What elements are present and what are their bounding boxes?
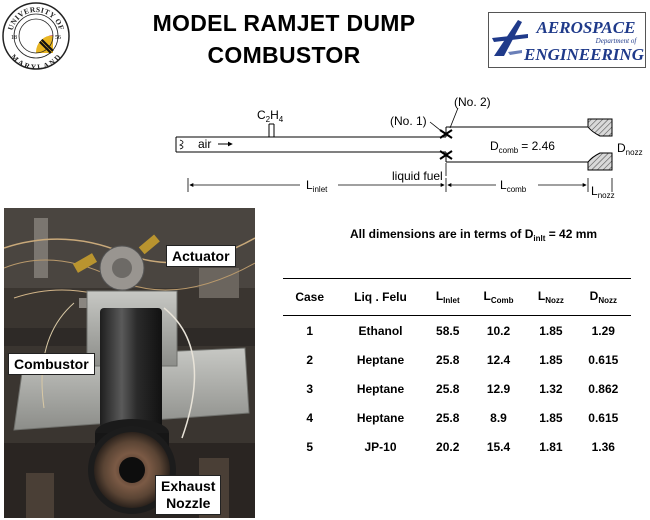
cell-linlet: 58.5 [436, 323, 460, 338]
seal-year-right: 56 [55, 35, 61, 41]
column-header-case: Case [283, 278, 337, 316]
page-title-line-1: MODEL RAMJET DUMP [152, 10, 416, 36]
cell-dnozz: 1.36 [591, 439, 615, 454]
page-title-line-2: COMBUSTOR [207, 42, 361, 68]
cell-lcomb: 12.9 [486, 381, 511, 396]
cell-fuel: JP-10 [364, 439, 397, 454]
combustor-schematic-diagram: C2H4 air (No. 1) (No. 2) Dcomb= 2.46 Dno… [175, 95, 643, 200]
cell-linlet: 25.8 [436, 410, 460, 425]
injector-markers [439, 129, 453, 160]
cell-linlet: 25.8 [436, 381, 460, 396]
cell-linlet: 25.8 [436, 352, 460, 367]
photo-label-combustor: Combustor [8, 353, 95, 375]
cell-lnozz: 1.85 [539, 410, 563, 425]
column-header-liquid-fuel: Liq . Felu [336, 278, 425, 316]
column-header-dnozz: DNozz [575, 278, 631, 316]
cell-dnozz: 0.862 [588, 381, 619, 396]
photo-label-nozzle-line-1: Exhaust [161, 478, 216, 494]
seal-year-left: 18 [11, 35, 17, 41]
dcomb-label: Dcomb= 2.46 [490, 139, 555, 155]
cell-dnozz: 1.29 [591, 323, 615, 338]
cell-lcomb: 15.4 [486, 439, 511, 454]
cell-fuel: Heptane [356, 352, 405, 367]
cell-case: 3 [306, 381, 314, 396]
dimensions-note: All dimensions are in terms of Dinlt = 4… [350, 227, 597, 243]
combustor-chamber [445, 126, 588, 163]
liquid-fuel-label: liquid fuel [392, 169, 443, 183]
cell-case: 5 [306, 439, 314, 454]
table-row: 4 Heptane 25.8 8.9 1.85 0.615 [283, 403, 631, 432]
injector-no1-label: (No. 1) [390, 114, 427, 128]
dims-note-sub: inlt [533, 234, 546, 243]
dnozz-label: Dnozz [617, 141, 643, 157]
cell-lnozz: 1.32 [539, 381, 563, 396]
cell-lnozz: 1.85 [539, 352, 563, 367]
cell-lnozz: 1.85 [539, 323, 563, 338]
linlet-label: Linlet [306, 178, 328, 194]
c2h4-injector [268, 123, 275, 137]
inlet-pipe [175, 136, 446, 153]
cell-linlet: 20.2 [436, 439, 460, 454]
injector-no2-label: (No. 2) [454, 95, 491, 109]
exhaust-nozzle-shape [587, 118, 613, 171]
table-row: 2 Heptane 25.8 12.4 1.85 0.615 [283, 345, 631, 374]
cell-lcomb: 12.4 [486, 352, 511, 367]
dimension-lines [187, 178, 613, 192]
cell-fuel: Heptane [356, 410, 405, 425]
cell-fuel: Heptane [356, 381, 405, 396]
university-seal-logo: UNIVERSITY OF MARYLAND 18 56 [2, 2, 70, 70]
lnozz-label: Lnozz [591, 184, 615, 200]
logo-line-dept: Department of [595, 37, 638, 45]
logo-line-engineering: ENGINEERING [523, 45, 645, 64]
cell-case: 1 [306, 323, 314, 338]
cell-lcomb: 10.2 [486, 323, 511, 338]
dims-note-suffix: = 42 mm [545, 227, 598, 241]
air-label: air [198, 137, 211, 151]
table-row: 5 JP-10 20.2 15.4 1.81 1.36 [283, 432, 631, 461]
table-row: 3 Heptane 25.8 12.9 1.32 0.862 [283, 374, 631, 403]
table-header-row: Case Liq . Felu LInlet LComb LNozz DNozz [283, 278, 631, 316]
photo-label-exhaust-nozzle: Exhaust Nozzle [155, 475, 222, 515]
table-row: 1 Ethanol 58.5 10.2 1.85 1.29 [283, 316, 631, 346]
cell-case: 2 [306, 352, 314, 367]
aerospace-engineering-logo: AEROSPACE Department of ENGINEERING [488, 12, 646, 68]
lcomb-label: Lcomb [500, 178, 527, 194]
cell-fuel: Ethanol [358, 323, 403, 338]
column-header-lnozz: LNozz [526, 278, 576, 316]
c2h4-label: C2H4 [257, 108, 284, 124]
test-case-table: Case Liq . Felu LInlet LComb LNozz DNozz… [283, 278, 631, 461]
column-header-linlet: LInlet [424, 278, 471, 316]
cell-lnozz: 1.81 [539, 439, 563, 454]
cell-lcomb: 8.9 [490, 410, 507, 425]
column-header-lcomb: LComb [470, 278, 527, 316]
photo-label-nozzle-line-2: Nozzle [166, 495, 211, 511]
aircraft-icon [492, 20, 528, 56]
dims-note-prefix: All dimensions are in terms of D [350, 227, 534, 241]
photo-label-actuator: Actuator [166, 245, 236, 267]
logo-line-aerospace: AEROSPACE [536, 18, 636, 37]
cell-dnozz: 0.615 [588, 352, 619, 367]
cell-dnozz: 0.615 [588, 410, 619, 425]
cell-case: 4 [306, 410, 314, 425]
